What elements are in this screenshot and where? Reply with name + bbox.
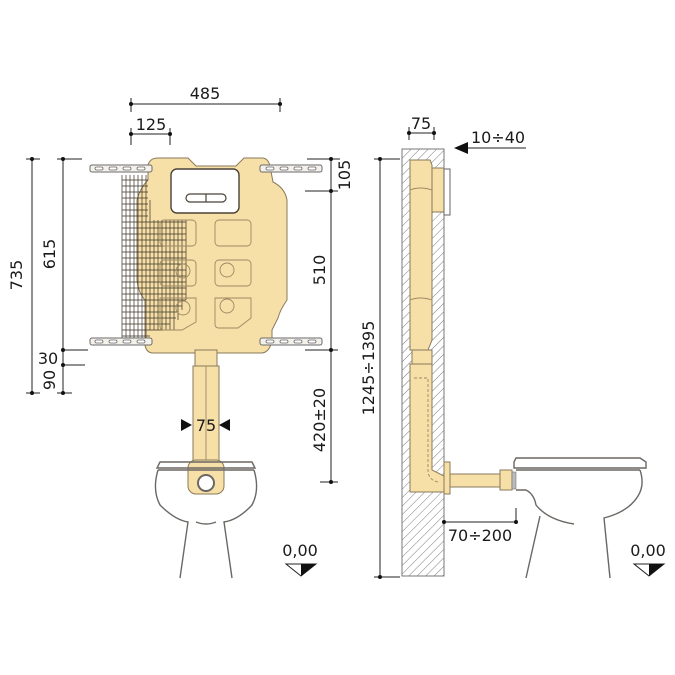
floor-level-marker-icon bbox=[632, 563, 666, 577]
toilet-front bbox=[154, 461, 258, 579]
arrow-left-icon bbox=[219, 419, 230, 431]
reinforcement-mesh bbox=[121, 175, 187, 338]
dim-75-wall bbox=[407, 127, 436, 140]
actuator-housing bbox=[431, 167, 445, 213]
arrow-left-icon bbox=[454, 142, 468, 154]
frame-cutouts bbox=[159, 219, 252, 331]
arrow-right-icon bbox=[181, 419, 192, 431]
dim-125-label: 125 bbox=[136, 115, 167, 134]
dim-total-height bbox=[374, 157, 400, 579]
floor-level-side-label: 0,00 bbox=[630, 541, 666, 560]
dim-735-label: 735 bbox=[7, 260, 26, 291]
dim-510-label: 510 bbox=[310, 255, 329, 286]
dim-right bbox=[305, 157, 340, 484]
dim-total-height-label: 1245÷1395 bbox=[359, 321, 378, 416]
dim-pan-distance-label: 70÷200 bbox=[448, 526, 512, 545]
dim-105-label: 105 bbox=[335, 160, 354, 191]
toilet-side bbox=[513, 457, 647, 579]
floor-level-marker-icon bbox=[284, 563, 318, 577]
dim-plate-offset-label: 10÷40 bbox=[471, 128, 525, 147]
pipe-connector bbox=[194, 349, 218, 369]
pan-connector-sleeve bbox=[499, 469, 513, 491]
side-view: 75 10÷40 1245÷1395 bbox=[359, 114, 666, 579]
dim-485-label: 485 bbox=[190, 84, 221, 103]
dim-90-label: 90 bbox=[40, 370, 59, 390]
bracket-bottom-left bbox=[89, 337, 153, 346]
wall-flange bbox=[443, 461, 451, 495]
dim-420-label: 420±20 bbox=[310, 388, 329, 452]
flush-plate-opening bbox=[170, 168, 240, 214]
bracket-bottom-right bbox=[259, 337, 323, 346]
cistern-side bbox=[409, 159, 433, 351]
bracket-top-right bbox=[259, 164, 323, 173]
dim-125 bbox=[129, 128, 172, 145]
floor-level-front-label: 0,00 bbox=[282, 541, 318, 560]
outlet-hole bbox=[197, 474, 215, 492]
dim-75-pipe-label: 75 bbox=[196, 416, 216, 435]
flush-plate-side bbox=[443, 168, 451, 216]
dim-615 bbox=[57, 157, 88, 395]
dim-30-label: 30 bbox=[38, 349, 58, 368]
dim-75-wall-label: 75 bbox=[411, 114, 431, 133]
bracket-top-left bbox=[89, 164, 153, 173]
pipe-connector-side bbox=[411, 349, 433, 365]
dim-pan-distance bbox=[442, 508, 518, 524]
front-view: 485 125 735 615 bbox=[7, 84, 354, 579]
dim-615-label: 615 bbox=[40, 239, 59, 270]
pan-connector-pipe bbox=[449, 473, 503, 488]
dim-485 bbox=[129, 98, 282, 112]
dim-735 bbox=[26, 157, 40, 395]
